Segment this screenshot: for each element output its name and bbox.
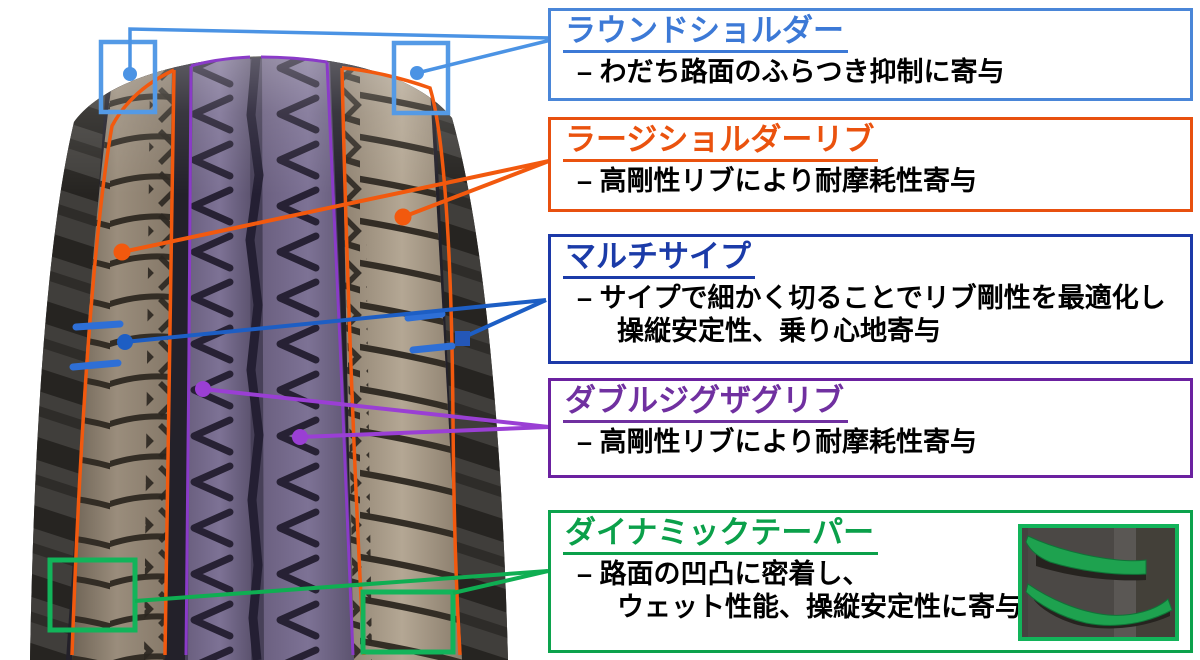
- taper-highlight-box-right: [360, 589, 456, 655]
- shoulder-rib-outline: [70, 66, 462, 656]
- callout-dot: [123, 67, 137, 81]
- callout-dot: [292, 429, 308, 445]
- zigzag-rib-outline: [184, 55, 355, 656]
- leader-line: [452, 569, 549, 595]
- callout-dynamic-taper: ダイナミックテーパー – 路面の凹凸に密着し、 ウェット性能、操縦安定性に寄与: [548, 510, 1193, 653]
- taper-highlight-box-left: [47, 557, 138, 633]
- callout-title: ダイナミックテーパー: [563, 515, 879, 555]
- callout-description: – サイプで細かく切ることでリブ剛性を最適化し 操縦安定性、乗り心地寄与: [577, 282, 1180, 348]
- taper-block-highlight: [1025, 535, 1147, 575]
- callout-title: ダブルジグザグリブ: [563, 383, 848, 423]
- leader-line: [402, 159, 550, 219]
- callout-title: マルチサイプ: [563, 239, 755, 279]
- callout-dot: [195, 381, 211, 397]
- callout-dot: [117, 334, 133, 350]
- leader-line: [134, 569, 549, 603]
- round-shoulder-highlight-box-right: [391, 40, 451, 116]
- taper-inset-image: [1018, 524, 1179, 641]
- tire-tread: [30, 56, 508, 660]
- taper-block-highlight: [1025, 583, 1173, 626]
- multi-sipe-markers: [69, 298, 547, 371]
- sipe-highlight: [69, 310, 456, 371]
- rib-outline-overlays: [70, 55, 462, 656]
- callout-description: – 路面の凹凸に密着し、 ウェット性能、操縦安定性に寄与: [577, 558, 1180, 624]
- double-zigzag-markers: [195, 381, 550, 445]
- callout-multi-sipe: マルチサイプ – サイプで細かく切ることでリブ剛性を最適化し 操縦安定性、乗り心…: [548, 234, 1193, 364]
- callout-dot: [394, 208, 412, 226]
- leader-line: [124, 298, 547, 344]
- callout-large-shoulder-rib: ラージショルダーリブ – 高剛性リブにより耐摩耗性寄与: [548, 117, 1193, 212]
- callout-title: ラージショルダーリブ: [563, 122, 879, 162]
- callout-description: – わだち路面のふらつき抑制に寄与: [577, 56, 1180, 89]
- description-line: – わだち路面のふらつき抑制に寄与: [577, 56, 1005, 87]
- description-line: – 高剛性リブにより耐摩耗性寄与: [577, 165, 977, 196]
- leader-line: [461, 298, 547, 340]
- round-shoulder-highlight-box-left: [98, 39, 158, 115]
- round-shoulder-markers: [98, 27, 552, 116]
- callout-double-zigzag-rib: ダブルジグザグリブ – 高剛性リブにより耐摩耗性寄与: [548, 378, 1193, 478]
- leader-line: [416, 38, 552, 75]
- leader-line: [121, 159, 550, 254]
- description-line: – 路面の凹凸に密着し、: [577, 558, 870, 589]
- description-line: – サイプで細かく切ることでリブ剛性を最適化し: [577, 282, 1166, 313]
- description-line: ウェット性能、操縦安定性に寄与: [617, 591, 1022, 622]
- leader-line: [202, 387, 550, 429]
- large-shoulder-rib-markers: [113, 159, 550, 261]
- callout-description: – 高剛性リブにより耐摩耗性寄与: [577, 426, 1180, 459]
- callout-dot: [113, 243, 131, 261]
- description-line: 操縦安定性、乗り心地寄与: [617, 315, 941, 346]
- callout-dot: [410, 66, 424, 80]
- leader-line: [299, 425, 550, 439]
- callout-description: – 高剛性リブにより耐摩耗性寄与: [577, 165, 1180, 198]
- callout-title: ラウンドショルダー: [563, 13, 848, 53]
- leader-line: [128, 27, 552, 74]
- callout-square-marker: [455, 331, 470, 346]
- callout-round-shoulder: ラウンドショルダー – わだち路面のふらつき抑制に寄与: [548, 8, 1193, 101]
- dynamic-taper-markers: [47, 557, 549, 655]
- description-line: – 高剛性リブにより耐摩耗性寄与: [577, 426, 977, 457]
